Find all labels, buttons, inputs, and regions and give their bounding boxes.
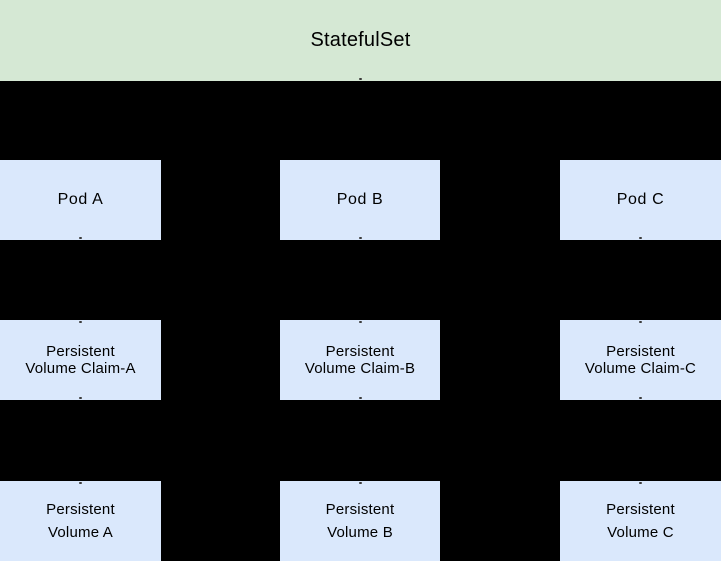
pvc-node-c: Persistent Volume Claim-C <box>560 320 721 400</box>
pod-node-c: Pod C <box>560 160 721 240</box>
connector-mark <box>359 397 362 399</box>
pvc-node-b: Persistent Volume Claim-B <box>280 320 440 400</box>
pvc-label-line1-b: Persistent <box>325 343 395 360</box>
connector-mark <box>79 237 82 239</box>
connector-mark <box>359 78 362 80</box>
pv-label-line1-b: Persistent <box>325 501 395 518</box>
pvc-label-line2-c: Volume Claim-C <box>584 360 697 377</box>
connector-mark <box>359 482 362 484</box>
pod-node-a: Pod A <box>0 160 161 240</box>
pv-label-line1-c: Persistent <box>606 501 675 518</box>
connector-mark <box>639 482 642 484</box>
connector-mark <box>79 397 82 399</box>
pvc-label-line2-b: Volume Claim-B <box>304 360 416 377</box>
pv-node-a: Persistent Volume A <box>0 481 161 561</box>
pvc-label-line2-a: Volume Claim-A <box>25 360 136 377</box>
pvc-node-a: Persistent Volume Claim-A <box>0 320 161 400</box>
pod-label-c: Pod C <box>616 191 665 208</box>
pv-label-line2-b: Volume B <box>327 524 393 541</box>
pv-label-line1-a: Persistent <box>46 501 115 518</box>
connector-mark <box>359 321 362 323</box>
pvc-label-line1-a: Persistent <box>46 343 115 360</box>
pv-label-line2-a: Volume A <box>48 524 113 541</box>
connector-mark <box>639 321 642 323</box>
pod-node-b: Pod B <box>280 160 440 240</box>
pvc-label-line1-c: Persistent <box>606 343 675 360</box>
connector-mark <box>639 397 642 399</box>
pv-label-line2-c: Volume C <box>607 524 674 541</box>
pv-node-b: Persistent Volume B <box>280 481 440 561</box>
statefulset-node: StatefulSet <box>0 0 721 81</box>
connector-mark <box>359 237 362 239</box>
statefulset-label: StatefulSet <box>310 29 411 51</box>
connector-mark <box>79 321 82 323</box>
pod-label-b: Pod B <box>336 191 384 208</box>
connector-mark <box>639 237 642 239</box>
pod-label-a: Pod A <box>57 191 104 208</box>
connector-mark <box>79 482 82 484</box>
pv-node-c: Persistent Volume C <box>560 481 721 561</box>
